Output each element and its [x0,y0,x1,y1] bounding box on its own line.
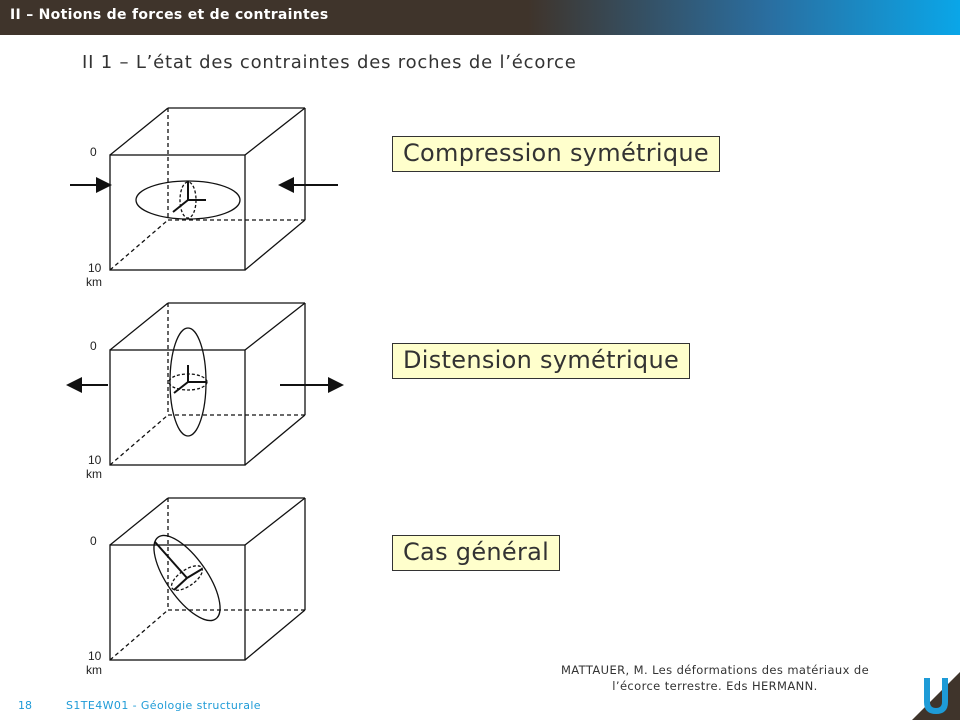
university-logo [910,672,960,720]
citation-line-1: MATTAUER, M. Les déformations des matéri… [560,663,870,677]
citation-line-2: l’écorce terrestre. Eds HERMANN. [612,679,818,693]
depth-label-bottom: 10 [88,649,102,663]
general-case-label: Cas général [392,535,561,571]
stress-ellipsoid [153,534,221,622]
depth-label-bottom: 10 [88,453,102,467]
general-case-block-diagram [109,497,306,661]
slide-subtitle: II 1 – L’état des contraintes des roches… [82,52,577,73]
stress-diagrams: 0 10 km 0 10 km 0 [66,107,344,677]
depth-label-top: 0 [90,339,97,353]
depth-label-bottom: 10 [88,261,102,275]
source-citation: MATTAUER, M. Les déformations des matéri… [520,662,910,694]
depth-unit: km [86,467,102,481]
page-number: 18 [18,699,32,712]
depth-label-top: 0 [90,534,97,548]
distension-label: Distension symétrique [392,343,691,379]
header-bar: II – Notions de forces et de contraintes [0,0,960,35]
depth-label-top: 0 [90,145,97,159]
course-name: S1TE4W01 - Géologie structurale [66,699,261,712]
compression-label: Compression symétrique [392,136,720,172]
distension-block-diagram [66,302,344,466]
depth-unit: km [86,275,102,289]
depth-unit: km [86,663,102,677]
compression-block-diagram [70,107,338,271]
slide-section-title: II – Notions de forces et de contraintes [10,7,329,23]
